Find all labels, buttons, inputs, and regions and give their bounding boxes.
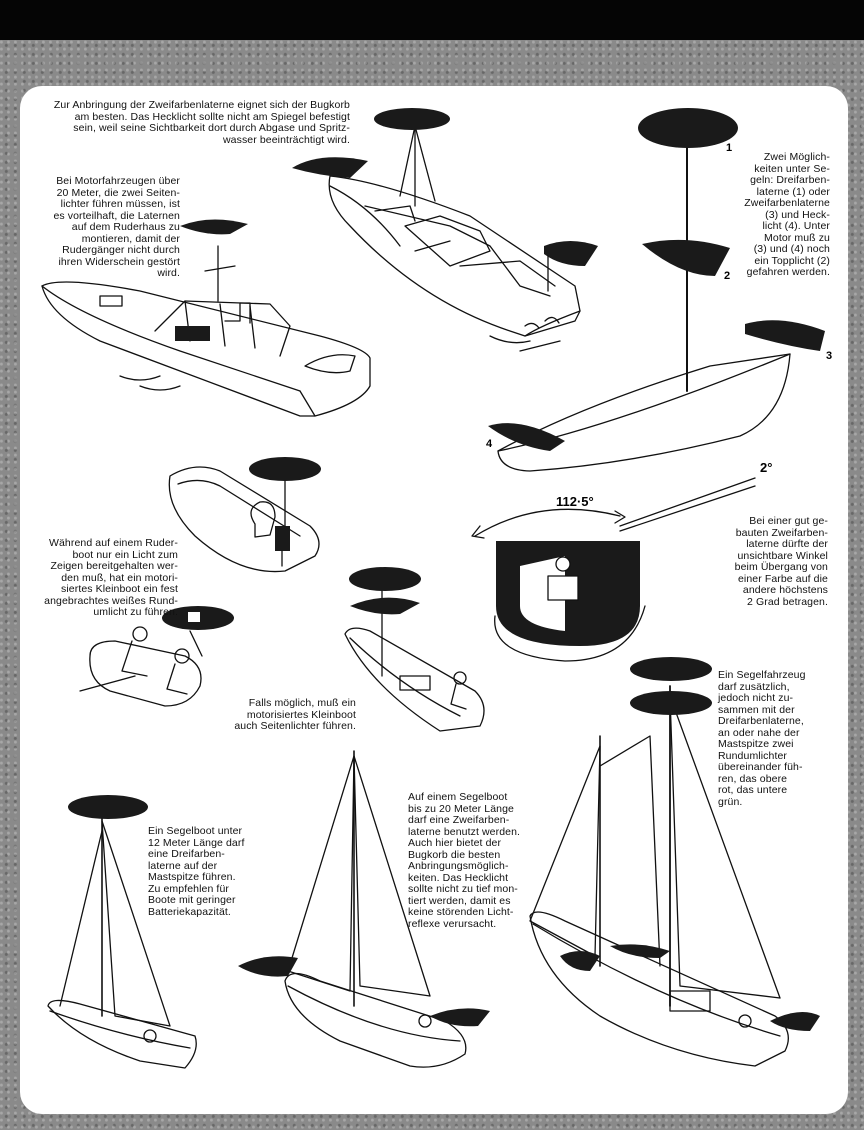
illustrations — [41, 108, 825, 1069]
dinghy-outboard-illustration — [168, 457, 321, 573]
caption-ruderboot: Während auf einem Ruder- boot nur ein Li… — [44, 537, 178, 618]
light-disc — [544, 241, 598, 266]
illustration-panel: Zur Anbringung der Zweifarbenlaterne eig… — [20, 86, 848, 1114]
ketch-illustration — [529, 657, 820, 1067]
label-2: 2 — [724, 270, 731, 282]
top-black-bar — [0, 0, 864, 40]
label-4: 4 — [486, 438, 493, 450]
motor-cruiser-illustration — [292, 108, 598, 352]
angle-label: 112·5° — [556, 494, 594, 509]
small-motorboat-illustration — [344, 567, 485, 732]
label-3: 3 — [826, 350, 833, 362]
motor-yacht-illustration — [41, 219, 371, 417]
caption-motorfahrzeuge: Bei Motorfahrzeugen über 20 Meter, die z… — [53, 175, 180, 279]
caption-kleinboot-seitenlichter: Falls möglich, muß ein motorisiertes Kle… — [234, 697, 356, 732]
caption-zweifarbenlaterne-winkel: Bei einer gut ge- bauten Zweifarben- lat… — [734, 515, 828, 608]
mid-sailboat-illustration — [238, 750, 490, 1068]
caption-bugkorb: Zur Anbringung der Zweifarbenlaterne eig… — [53, 99, 350, 146]
label-1: 1 — [726, 142, 733, 154]
degree-label: 2° — [760, 460, 773, 475]
small-sailboat-illustration — [47, 795, 197, 1069]
caption-segelboot-12m: Ein Segelboot unter 12 Meter Länge darf … — [148, 825, 245, 918]
caption-segelboot-20m: Auf einem Segelboot bis zu 20 Meter Läng… — [408, 791, 521, 930]
caption-segelfahrzeug-rundumlichter: Ein Segelfahrzeug darf zusätzlich, jedoc… — [718, 669, 806, 808]
sailboat-hull-illustration — [488, 108, 825, 472]
light-disc — [374, 108, 450, 130]
light-disc — [292, 157, 368, 178]
rowing-dinghy-illustration — [79, 606, 234, 707]
sector-light-diagram — [471, 477, 756, 662]
caption-zwei-moeglichkeiten: Zwei Möglich- keiten unter Se- geln: Dre… — [744, 151, 830, 278]
